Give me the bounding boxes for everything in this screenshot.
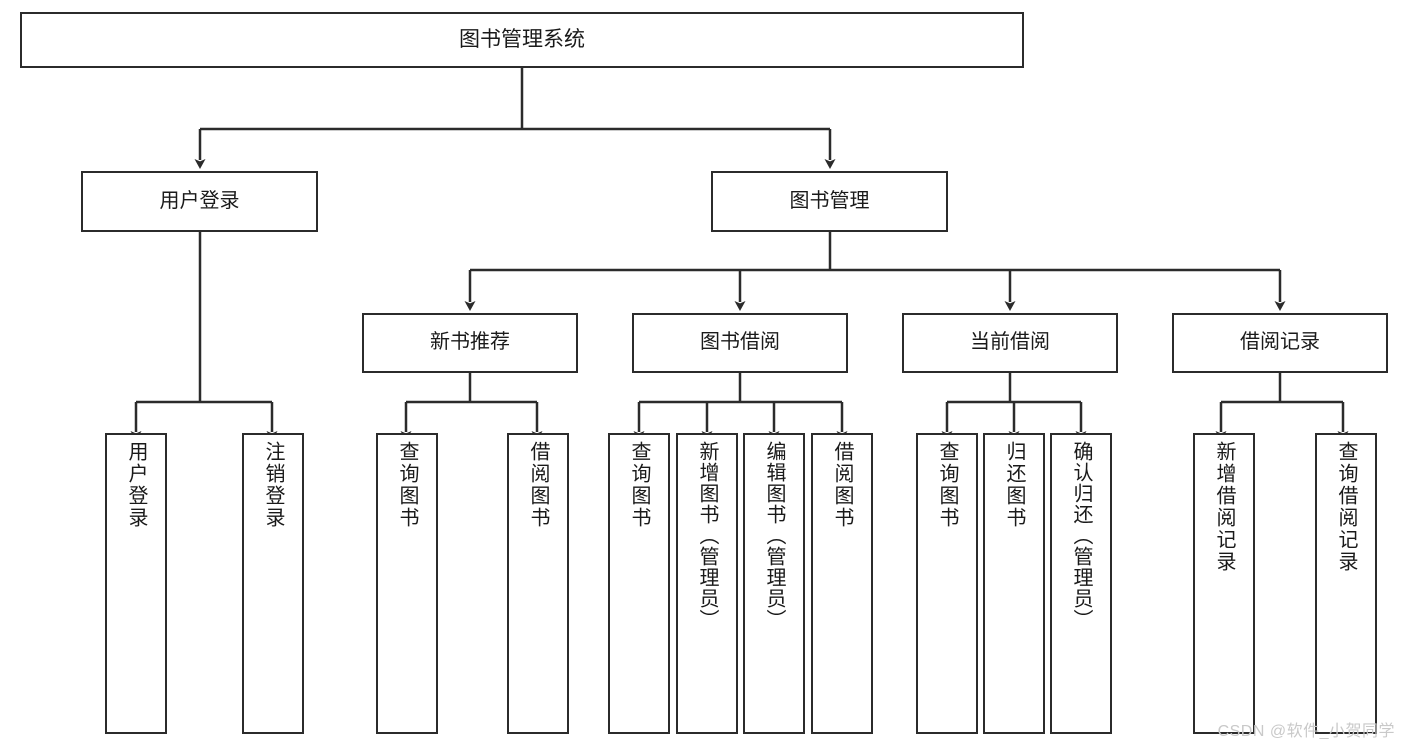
leaf-book-borrow-add-book-admin[interactable]: 新增图书（管理员） — [676, 433, 738, 734]
node-label: 用户登录 — [159, 189, 240, 212]
node-book-borrow[interactable]: 图书借阅 — [632, 313, 848, 373]
node-label: 借阅图书 — [831, 441, 853, 529]
node-label: 查询借阅记录 — [1335, 441, 1357, 573]
node-label: 新书推荐 — [430, 331, 510, 354]
leaf-book-borrow-query-book[interactable]: 查询图书 — [608, 433, 670, 734]
csdn-watermark: CSDN @软件_小贺同学 — [1217, 723, 1395, 740]
node-label: 借阅记录 — [1240, 331, 1320, 354]
node-current-borrow[interactable]: 当前借阅 — [902, 313, 1118, 373]
node-label: 确认归还（管理员） — [1070, 441, 1092, 630]
leaf-book-borrow-edit-book-admin[interactable]: 编辑图书（管理员） — [743, 433, 805, 734]
leaf-borrow-record-add-record[interactable]: 新增借阅记录 — [1193, 433, 1255, 734]
leaf-current-borrow-return-book[interactable]: 归还图书 — [983, 433, 1045, 734]
node-root-system[interactable]: 图书管理系统 — [20, 12, 1024, 68]
node-book-management[interactable]: 图书管理 — [711, 171, 948, 232]
leaf-current-borrow-query-book[interactable]: 查询图书 — [916, 433, 978, 734]
leaf-book-borrow-borrow-book[interactable]: 借阅图书 — [811, 433, 873, 734]
leaf-new-book-borrow-book[interactable]: 借阅图书 — [507, 433, 569, 734]
node-label: 图书管理系统 — [459, 27, 585, 51]
leaf-new-book-query-book[interactable]: 查询图书 — [376, 433, 438, 734]
node-label: 当前借阅 — [970, 331, 1050, 354]
node-label: 注销登录 — [262, 441, 284, 529]
node-label: 图书管理 — [789, 189, 870, 212]
leaf-borrow-record-query-record[interactable]: 查询借阅记录 — [1315, 433, 1377, 734]
leaf-user-login-login[interactable]: 用户登录 — [105, 433, 167, 734]
node-user-login[interactable]: 用户登录 — [81, 171, 318, 232]
node-label: 新增图书（管理员） — [696, 441, 718, 630]
node-label: 新增借阅记录 — [1213, 441, 1235, 573]
leaf-user-login-logout[interactable]: 注销登录 — [242, 433, 304, 734]
node-label: 图书借阅 — [700, 331, 780, 354]
node-label: 用户登录 — [125, 441, 147, 529]
node-label: 编辑图书（管理员） — [763, 441, 785, 630]
node-label: 查询图书 — [396, 441, 418, 529]
leaf-current-borrow-confirm-return-admin[interactable]: 确认归还（管理员） — [1050, 433, 1112, 734]
node-label: 查询图书 — [628, 441, 650, 529]
node-borrow-record[interactable]: 借阅记录 — [1172, 313, 1388, 373]
node-new-book-recommend[interactable]: 新书推荐 — [362, 313, 578, 373]
node-label: 归还图书 — [1003, 441, 1025, 529]
node-label: 借阅图书 — [527, 441, 549, 529]
node-label: 查询图书 — [936, 441, 958, 529]
